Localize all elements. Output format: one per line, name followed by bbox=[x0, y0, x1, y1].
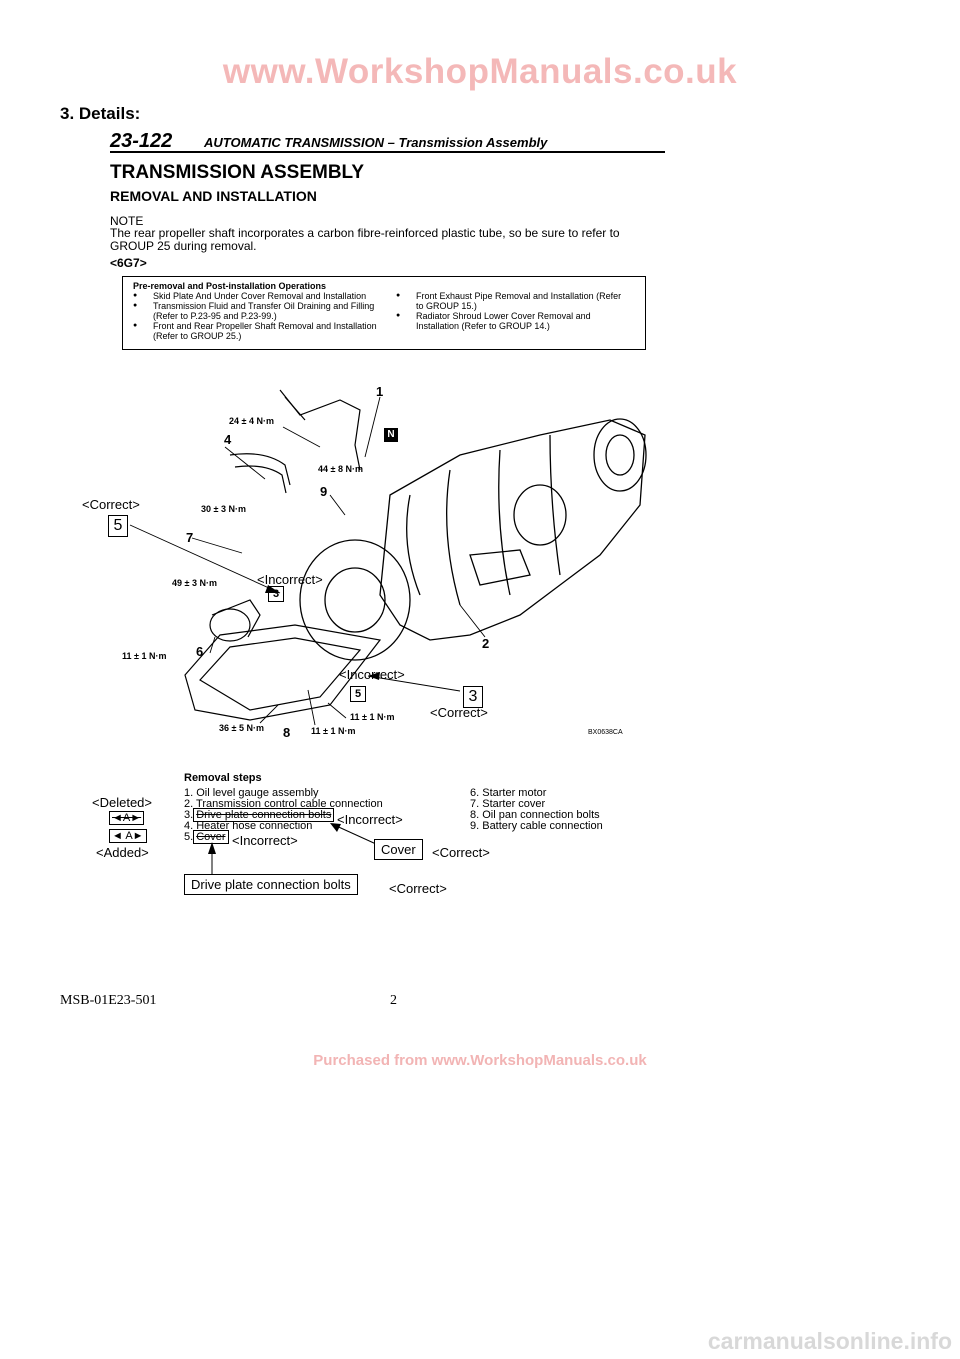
small-box-3: 3 bbox=[268, 586, 284, 602]
torque-label: 49 ± 3 N·m bbox=[172, 578, 217, 588]
oil-pan-drawing bbox=[184, 624, 382, 721]
note-label: NOTE bbox=[110, 214, 144, 228]
torque-label: 44 ± 8 N·m bbox=[318, 464, 363, 474]
correction-arrows bbox=[208, 823, 377, 876]
incorrect-label-step3: <Incorrect> bbox=[337, 812, 403, 827]
removal-step: 1. Oil level gauge assembly bbox=[184, 787, 319, 799]
incorrect-label-mid: <Incorrect> bbox=[257, 572, 323, 587]
pre-op-item: Front and Rear Propeller Shaft Removal a… bbox=[133, 321, 378, 341]
removal-steps-left: 1. Oil level gauge assembly 2. Transmiss… bbox=[184, 787, 383, 844]
removal-steps-title: Removal steps bbox=[184, 772, 262, 784]
correct-label-bolts: <Correct> bbox=[389, 881, 447, 896]
corner-watermark: carmanualsonline.info bbox=[707, 1328, 952, 1354]
removal-step: 9. Battery cable connection bbox=[470, 820, 603, 832]
deleted-label: <Deleted> bbox=[92, 795, 152, 810]
torque-label: 24 ± 4 N·m bbox=[229, 416, 274, 426]
boxed-number-5: 5 bbox=[108, 515, 128, 537]
boxed-number-3: 3 bbox=[463, 686, 483, 708]
torque-label: 11 ± 1 N·m bbox=[311, 726, 356, 736]
removal-step: 7. Starter cover bbox=[470, 798, 546, 810]
torque-label: 11 ± 1 N·m bbox=[350, 712, 395, 722]
torque-label: 11 ± 1 N·m bbox=[122, 651, 167, 661]
footer-code: MSB-01E23-501 bbox=[60, 993, 157, 1008]
transmission-case-drawing bbox=[299, 418, 647, 661]
pre-operations-title: Pre-removal and Post-installation Operat… bbox=[133, 281, 327, 291]
removal-step: 4. Heater hose connection bbox=[184, 820, 313, 832]
correction-bolts: Drive plate connection bolts bbox=[184, 874, 358, 895]
watermark-bottom: Purchased from www.WorkshopManuals.co.uk bbox=[313, 1052, 647, 1069]
removal-steps-right: 6. Starter motor 7. Starter cover 8. Oil… bbox=[470, 788, 603, 832]
callout-9: 9 bbox=[320, 484, 328, 499]
subsection-title: REMOVAL AND INSTALLATION bbox=[110, 188, 317, 204]
callout-2: 2 bbox=[482, 636, 490, 651]
section-title: TRANSMISSION ASSEMBLY bbox=[110, 162, 365, 183]
model-tag: <6G7> bbox=[110, 256, 147, 270]
watermark-top: www.WorkshopManuals.co.uk bbox=[222, 52, 738, 91]
removal-step: 2. Transmission control cable connection bbox=[184, 798, 383, 810]
footer-page-number: 2 bbox=[390, 993, 397, 1008]
mark-added: ◄ A► bbox=[109, 829, 147, 843]
removal-step: 8. Oil pan connection bolts bbox=[470, 809, 600, 821]
page-header-title: AUTOMATIC TRANSMISSION – Transmission As… bbox=[204, 135, 548, 150]
correct-label-left: <Correct> bbox=[82, 497, 140, 512]
correction-cover: Cover bbox=[374, 839, 423, 860]
correct-label-right: <Correct> bbox=[430, 705, 488, 720]
torque-label: 36 ± 5 N·m bbox=[219, 723, 264, 733]
pre-op-item: Skid Plate And Under Cover Removal and I… bbox=[133, 291, 378, 301]
details-heading: 3. Details: bbox=[60, 104, 141, 123]
callout-1: 1 bbox=[376, 384, 384, 399]
transmission-exploded-diagram bbox=[129, 389, 647, 726]
callout-6: 6 bbox=[196, 644, 204, 659]
added-label: <Added> bbox=[96, 845, 149, 860]
new-part-badge: N bbox=[384, 428, 398, 442]
starter-motor-drawing bbox=[209, 599, 261, 642]
oil-gauge-pipe-drawing bbox=[229, 389, 361, 494]
removal-step: 3.Drive plate connection bolts bbox=[184, 808, 383, 822]
header-rule bbox=[110, 151, 665, 153]
note-text: The rear propeller shaft incorporates a … bbox=[110, 226, 620, 253]
pre-operations-left: Skid Plate And Under Cover Removal and I… bbox=[133, 291, 378, 341]
pre-operations-right: Front Exhaust Pipe Removal and Installat… bbox=[396, 291, 626, 331]
leader-lines bbox=[129, 396, 486, 726]
pre-op-item: Transmission Fluid and Transfer Oil Drai… bbox=[133, 301, 378, 321]
pre-op-item: Radiator Shroud Lower Cover Removal and … bbox=[396, 311, 626, 331]
removal-step: 5.Cover bbox=[184, 830, 383, 844]
torque-label: 30 ± 3 N·m bbox=[201, 504, 246, 514]
incorrect-label-step5: <Incorrect> bbox=[232, 833, 298, 848]
removal-step: 6. Starter motor bbox=[470, 787, 547, 799]
incorrect-label-low: <Incorrect> bbox=[339, 667, 405, 682]
callout-4: 4 bbox=[224, 432, 232, 447]
mark-deleted: ◄A► bbox=[109, 811, 145, 825]
pre-operations-box bbox=[122, 276, 646, 350]
callout-8: 8 bbox=[283, 725, 291, 740]
page-number-header: 23-122 bbox=[110, 130, 173, 152]
callout-7: 7 bbox=[186, 530, 194, 545]
struck-step-3: Drive plate connection bolts bbox=[193, 808, 335, 822]
arrow-head bbox=[368, 672, 380, 680]
small-box-5: 5 bbox=[350, 686, 366, 702]
struck-step-5: Cover bbox=[193, 830, 229, 844]
pre-op-item: Front Exhaust Pipe Removal and Installat… bbox=[396, 291, 626, 311]
correct-label-cover: <Correct> bbox=[432, 845, 490, 860]
figure-code: BX0638CA bbox=[588, 729, 623, 736]
